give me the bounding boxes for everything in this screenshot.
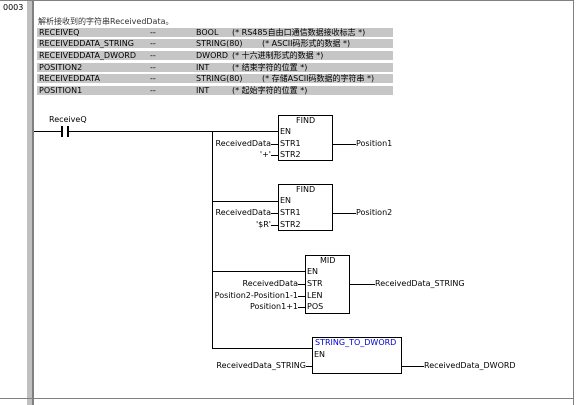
- variable-separator: --: [150, 86, 156, 95]
- string-to-dword-block[interactable]: [312, 337, 402, 374]
- variable-separator: --: [150, 28, 156, 37]
- pin-str1: STR1: [280, 208, 301, 217]
- pin-len: LEN: [307, 291, 323, 300]
- variable-separator: --: [150, 39, 156, 48]
- pin-en: EN: [314, 350, 326, 359]
- wire: [271, 213, 278, 214]
- find-block-2[interactable]: [278, 184, 333, 231]
- left-power-rail-shadow: [27, 0, 32, 405]
- s2d-input[interactable]: ReceivedData_STRING: [216, 361, 306, 370]
- wire: [298, 296, 305, 297]
- branch-bus: [212, 131, 213, 348]
- mid-output[interactable]: ReceivedData_STRING: [375, 279, 465, 288]
- block-title: MID: [320, 256, 336, 265]
- variable-name: POSITION1: [39, 86, 83, 95]
- wire: [298, 284, 305, 285]
- pin-str2: STR2: [280, 220, 301, 229]
- find-block-1[interactable]: [278, 115, 333, 161]
- find2-output[interactable]: Position2: [356, 208, 393, 217]
- wire: [271, 225, 278, 226]
- find1-input-str2[interactable]: '+': [259, 150, 271, 159]
- find1-input-str1[interactable]: ReceivedData: [215, 139, 272, 148]
- variable-type: INT: [196, 86, 210, 95]
- block-title[interactable]: STRING_TO_DWORD: [315, 338, 397, 347]
- mid-input-pos[interactable]: Position1+1: [249, 302, 298, 311]
- find1-output[interactable]: Position1: [356, 139, 393, 148]
- variable-row-receiveq[interactable]: [37, 28, 393, 37]
- variable-comment: (* 结束字符的位置 *): [232, 63, 308, 72]
- variable-row-receiveddata[interactable]: [37, 74, 393, 83]
- contact-bar-right[interactable]: [67, 126, 69, 137]
- variable-row-position1[interactable]: [37, 86, 393, 95]
- gutter: [0, 0, 28, 405]
- wire: [212, 348, 312, 349]
- pin-en: EN: [307, 267, 319, 276]
- variable-name: RECEIVEDDATA_DWORD: [39, 51, 136, 60]
- right-border: [573, 0, 574, 405]
- variable-name: RECEIVEDDATA_STRING: [39, 39, 134, 48]
- rung-wire-left: [34, 131, 61, 132]
- variable-comment: (* 起始字符的位置 *): [232, 86, 308, 95]
- variable-type: STRING(80): [196, 74, 243, 83]
- variable-separator: --: [150, 63, 156, 72]
- variable-comment: (* RS485自由口通信数据接收标志 *): [232, 28, 366, 37]
- variable-type: INT: [196, 63, 210, 72]
- variable-name: RECEIVEDDATA: [39, 74, 100, 83]
- pin-en: EN: [280, 196, 292, 205]
- find2-input-str2[interactable]: '$R': [255, 220, 271, 229]
- left-power-rail: [32, 0, 34, 405]
- variable-comment: (* ASCII码形式的数据 *): [262, 39, 351, 48]
- block-title: FIND: [296, 116, 316, 125]
- variable-type: BOOL: [196, 28, 219, 37]
- pin-str2: STR2: [280, 150, 301, 159]
- find2-input-str1[interactable]: ReceivedData: [215, 208, 272, 217]
- rung-wire-main: [69, 131, 278, 132]
- wire: [402, 366, 424, 367]
- wire: [212, 271, 305, 272]
- bottom-border: [0, 398, 574, 399]
- variable-name: POSITION2: [39, 63, 83, 72]
- variable-comment: (* 存储ASCII码数据的字符串 *): [262, 74, 375, 83]
- top-border: [0, 0, 574, 1]
- contact-bar-left[interactable]: [61, 126, 63, 137]
- wire: [212, 201, 278, 202]
- mid-input-len[interactable]: Position2-Position1-1: [214, 291, 298, 300]
- variable-name: RECEIVEQ: [39, 28, 80, 37]
- mid-block[interactable]: [305, 255, 350, 314]
- block-title: FIND: [296, 185, 316, 194]
- variable-row-receiveddata-string[interactable]: [37, 39, 393, 48]
- pin-str: STR: [307, 279, 323, 288]
- wire: [333, 213, 356, 214]
- wire: [298, 307, 305, 308]
- rung-number[interactable]: 0003: [3, 3, 24, 12]
- variable-type: DWORD: [196, 51, 229, 60]
- variable-row-position2[interactable]: [37, 63, 393, 72]
- pin-en: EN: [280, 127, 292, 136]
- variable-separator: --: [150, 74, 156, 83]
- pin-pos: POS: [307, 302, 324, 311]
- s2d-output[interactable]: ReceivedData_DWORD: [424, 361, 516, 370]
- variable-row-receiveddata-dword[interactable]: [37, 51, 393, 60]
- variable-type: STRING(80): [196, 39, 243, 48]
- contact-label: ReceiveQ: [49, 115, 87, 124]
- wire: [271, 155, 278, 156]
- mid-input-str[interactable]: ReceivedData: [242, 279, 299, 288]
- wire: [271, 144, 278, 145]
- wire: [350, 284, 375, 285]
- rung-comment[interactable]: 解析接收到的字符串ReceivedData。: [38, 17, 174, 26]
- pin-str1: STR1: [280, 139, 301, 148]
- wire: [333, 144, 356, 145]
- variable-comment: (* 十六进制形式的数据 *): [232, 51, 324, 60]
- wire: [306, 366, 312, 367]
- variable-separator: --: [150, 51, 156, 60]
